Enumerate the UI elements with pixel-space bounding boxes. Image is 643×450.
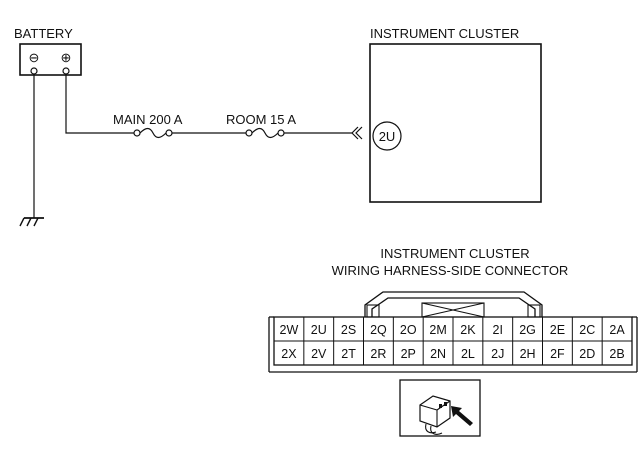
pin-2x: 2X: [281, 347, 297, 361]
cluster-terminal-label: 2U: [379, 129, 396, 144]
battery-box: [19, 43, 82, 76]
pin-2m: 2M: [429, 323, 446, 337]
battery-label: BATTERY: [14, 26, 73, 41]
pin-2l: 2L: [461, 347, 475, 361]
fuse-main-label: MAIN 200 A: [113, 112, 183, 127]
pin-2j: 2J: [491, 347, 504, 361]
fuse-main-icon: [133, 127, 173, 139]
pin-2v: 2V: [311, 347, 327, 361]
pin-2h: 2H: [520, 347, 536, 361]
pin-2k: 2K: [460, 323, 476, 337]
connector-title-1: INSTRUMENT CLUSTER: [380, 246, 529, 261]
pin-2r: 2R: [370, 347, 386, 361]
cluster-label: INSTRUMENT CLUSTER: [370, 26, 519, 41]
battery-negative-icon: ⊖: [29, 50, 40, 65]
battery-positive-icon: ⊕: [61, 50, 72, 65]
positive-wire: [65, 74, 134, 134]
cluster-terminal-circle: [372, 121, 402, 151]
pin-2p: 2P: [401, 347, 416, 361]
pin-2a: 2A: [609, 323, 625, 337]
connector-view-icon: [399, 379, 481, 437]
pin-2s: 2S: [341, 323, 356, 337]
fuse-room-icon: [245, 127, 285, 139]
pin-2b: 2B: [609, 347, 624, 361]
pin-2g: 2G: [519, 323, 536, 337]
pin-2f: 2F: [550, 347, 565, 361]
ground-icon: [19, 217, 44, 227]
pin-labels: 2W 2U 2S 2Q 2O 2M 2K 2I 2G 2E 2C 2A 2X 2V 2T 2R 2P 2N 2L 2J…: [280, 323, 626, 361]
pin-2c: 2C: [579, 323, 595, 337]
pin-2e: 2E: [550, 323, 565, 337]
connector-mark-icon: [351, 126, 363, 140]
pin-2n: 2N: [430, 347, 446, 361]
pin-2d: 2D: [579, 347, 595, 361]
pin-2t: 2T: [341, 347, 356, 361]
connector-title-2: WIRING HARNESS-SIDE CONNECTOR: [332, 263, 569, 278]
pin-2i: 2I: [493, 323, 503, 337]
cluster-box: [369, 43, 542, 203]
pin-2u: 2U: [311, 323, 327, 337]
fuse-room-label: ROOM 15 A: [226, 112, 296, 127]
connector-latch: [364, 291, 543, 318]
pin-2o: 2O: [400, 323, 417, 337]
battery-negative-terminal: [30, 67, 38, 75]
battery-positive-terminal: [62, 67, 70, 75]
pin-dividers: [303, 317, 603, 365]
pin-2w: 2W: [280, 323, 299, 337]
pin-2q: 2Q: [370, 323, 387, 337]
